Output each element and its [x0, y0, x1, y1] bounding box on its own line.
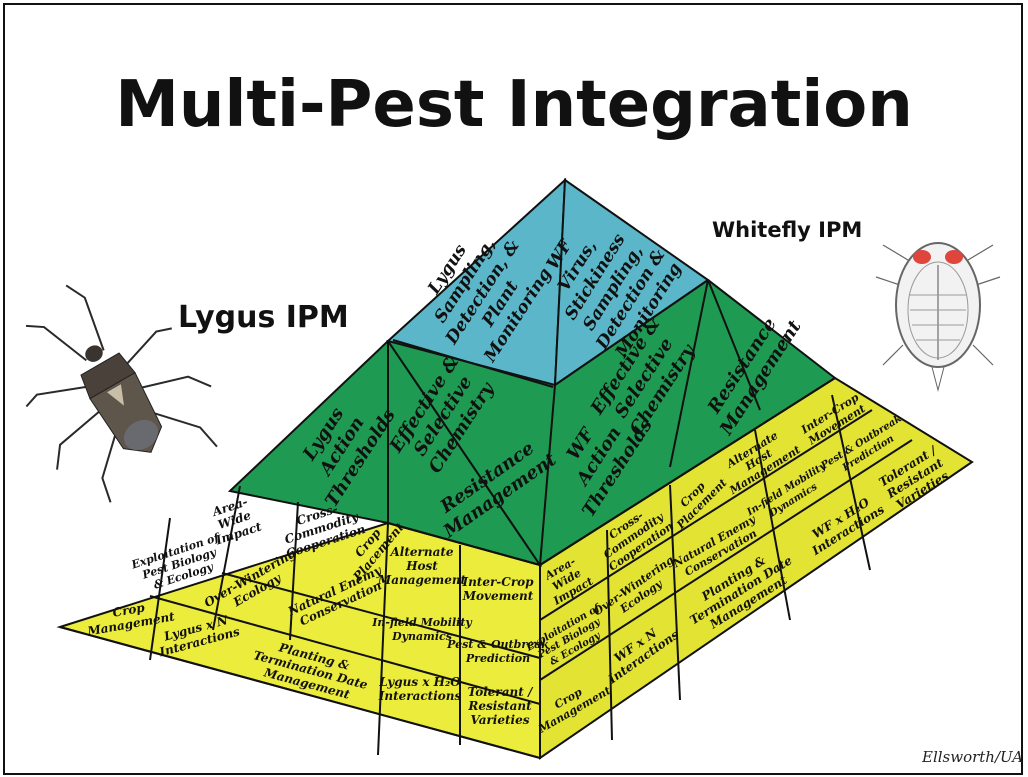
bl-line: Lygus x H₂O [378, 675, 461, 689]
bl-line: Prediction [465, 652, 530, 665]
pyramid-grid-lines [59, 279, 913, 759]
bl-line: Management [377, 573, 467, 587]
bl-tolerant: Tolerant / Resistant Varieties [467, 685, 534, 727]
bl-area-wide: Area- Wide Impact [210, 495, 264, 548]
whitefly-nymph-icon [875, 242, 1001, 392]
bl-line: Alternate [389, 545, 453, 559]
bl-line: Tolerant / [468, 685, 534, 699]
bl-line: Dynamics [391, 630, 452, 643]
credit-label: Ellsworth/UA [922, 748, 1024, 766]
bl-line: Crop [111, 600, 146, 619]
slide-title: Multi-Pest Integration [115, 68, 913, 142]
bl-line: Interactions [378, 689, 462, 703]
bl-lygus-h2o: Lygus x H₂O Interactions [378, 675, 462, 703]
bl-line: Resistant [467, 699, 532, 713]
whitefly-ipm-label: Whitefly IPM [712, 218, 863, 242]
bl-line: Host [405, 559, 438, 573]
bl-inter-crop: Inter-Crop Movement [461, 575, 534, 603]
lygus-ipm-label: Lygus IPM [178, 300, 349, 335]
bl-alternate-host: Alternate Host Management [377, 545, 467, 587]
bl-line: Varieties [471, 713, 530, 727]
bl-line: Inter-Crop [461, 575, 534, 589]
bl-line: Movement [462, 589, 534, 603]
bl-line: In-field Mobility [371, 616, 473, 629]
bl-line: Pest & Outbreak [446, 638, 549, 651]
bl-pest-outbreak: Pest & Outbreak Prediction [446, 638, 549, 665]
bl-infield-mobility: In-field Mobility Dynamics [371, 616, 473, 643]
lygus-bug-icon [25, 284, 218, 503]
